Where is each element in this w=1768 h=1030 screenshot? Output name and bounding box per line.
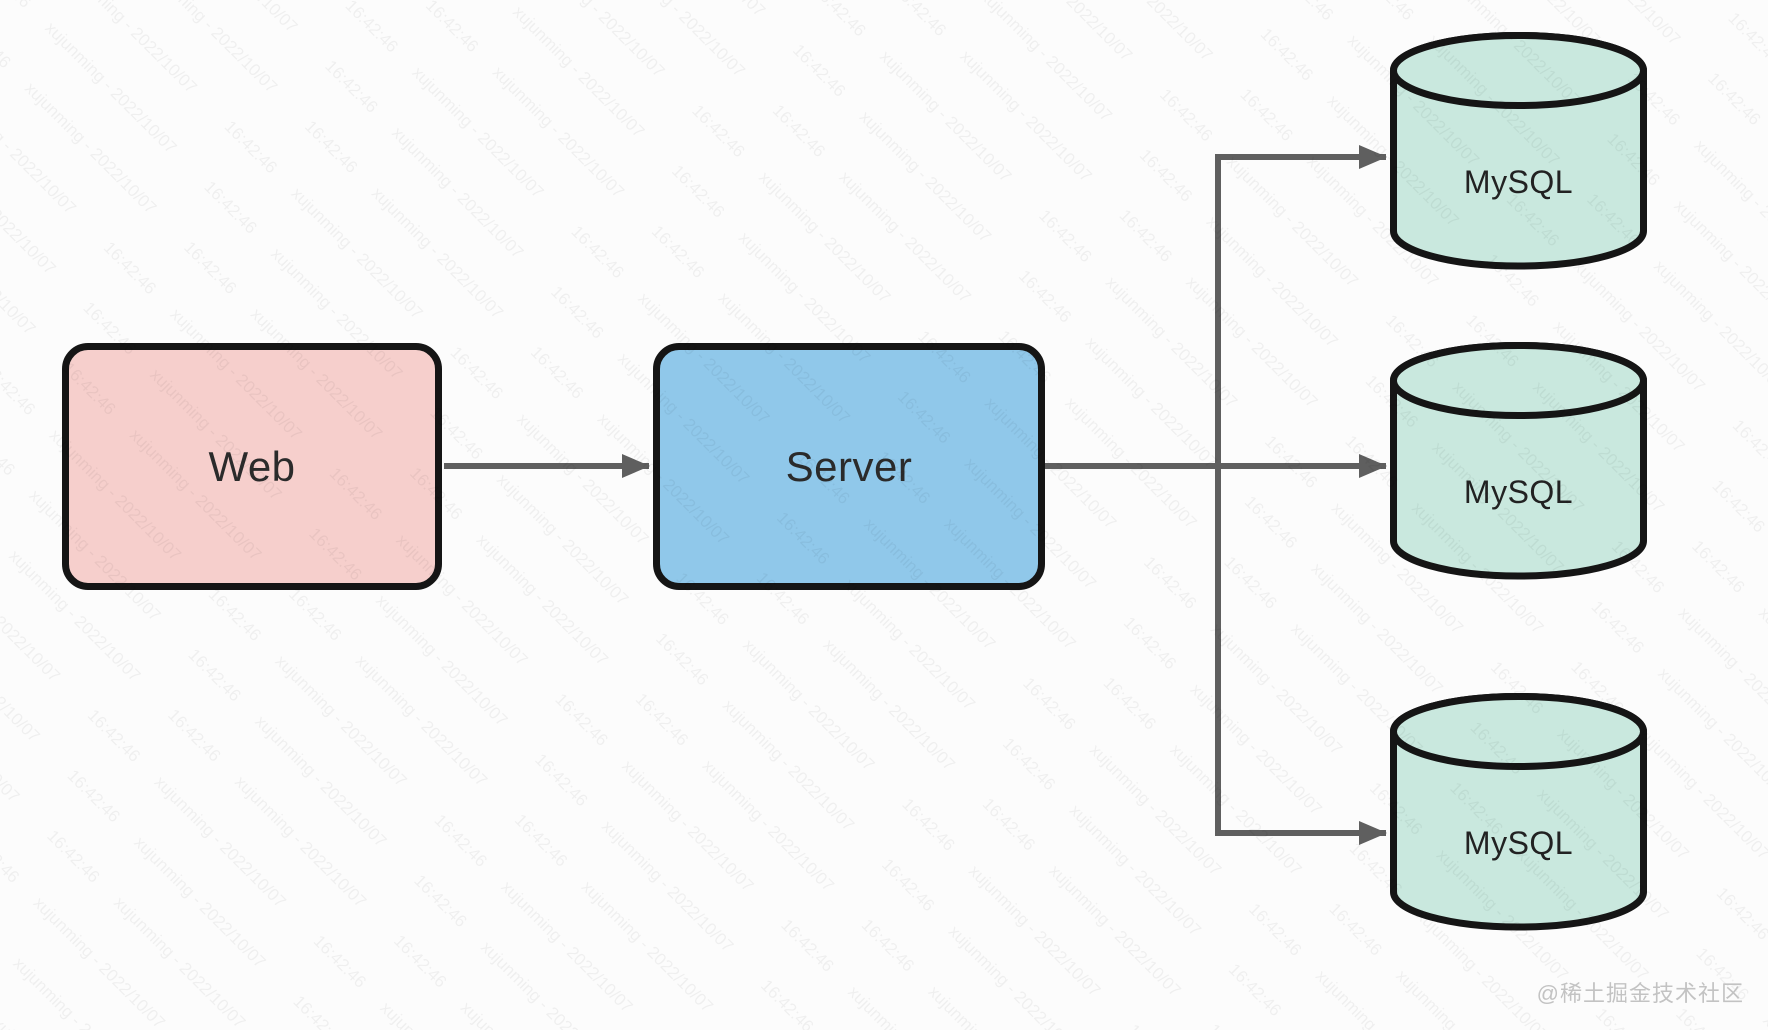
node-mysql-middle: MySQL bbox=[1390, 342, 1647, 583]
edge-server-mysql-top bbox=[1215, 145, 1387, 466]
node-server: Server bbox=[653, 343, 1045, 590]
node-mysql-middle-label: MySQL bbox=[1463, 473, 1574, 510]
node-mysql-bottom-label: MySQL bbox=[1463, 824, 1574, 861]
cylinder-lid bbox=[1390, 693, 1647, 770]
database-cylinder-icon bbox=[1390, 693, 1647, 931]
database-cylinder-icon bbox=[1390, 32, 1647, 270]
edge-server-mysql-bottom bbox=[1215, 466, 1387, 845]
database-cylinder-icon bbox=[1390, 342, 1647, 580]
cylinder-lid bbox=[1390, 32, 1647, 109]
node-mysql-top: MySQL bbox=[1390, 32, 1647, 273]
node-server-label: Server bbox=[785, 442, 913, 490]
node-web: Web bbox=[62, 343, 442, 590]
cylinder-lid bbox=[1390, 342, 1647, 419]
node-web-label: Web bbox=[208, 442, 296, 490]
node-mysql-top-label: MySQL bbox=[1463, 163, 1574, 200]
node-mysql-bottom: MySQL bbox=[1390, 693, 1647, 934]
